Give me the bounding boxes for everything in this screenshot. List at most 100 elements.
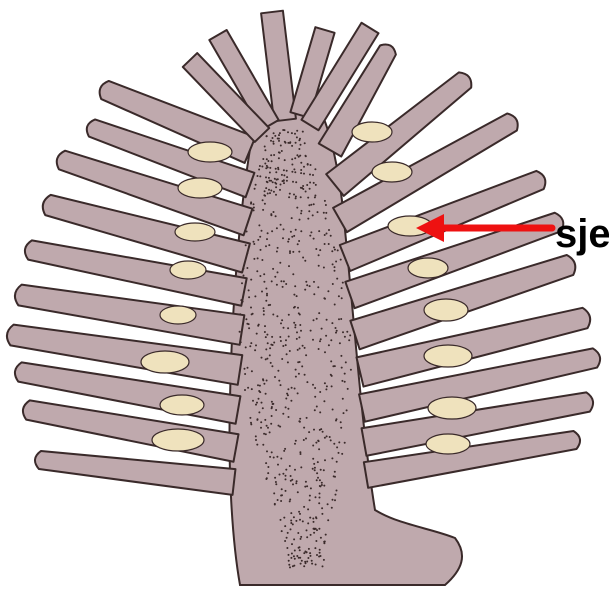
stipple-dot	[268, 304, 270, 306]
stipple-dot	[268, 189, 270, 191]
stipple-dot	[271, 451, 273, 453]
stipple-dot	[301, 210, 303, 212]
stipple-dot	[263, 383, 265, 385]
stipple-dot	[297, 243, 299, 245]
sorus	[141, 351, 189, 373]
stipple-dot	[301, 365, 303, 367]
stipple-dot	[309, 495, 311, 497]
stipple-dot	[312, 468, 314, 470]
stipple-dot	[265, 167, 267, 169]
stipple-dot	[272, 403, 274, 405]
stipple-dot	[266, 380, 268, 382]
stipple-dot	[247, 387, 249, 389]
stipple-dot	[306, 381, 308, 383]
stipple-dot	[271, 407, 273, 409]
stipple-dot	[269, 167, 271, 169]
stipple-dot	[302, 185, 304, 187]
stipple-dot	[256, 333, 258, 335]
stipple-dot	[272, 181, 274, 183]
stipple-dot	[279, 336, 281, 338]
stipple-dot	[269, 172, 271, 174]
stipple-dot	[245, 318, 247, 320]
stipple-dot	[331, 385, 333, 387]
stipple-dot	[342, 331, 344, 333]
stipple-dot	[330, 235, 332, 237]
stipple-dot	[315, 540, 317, 542]
stipple-dot	[263, 433, 265, 435]
stipple-dot	[295, 482, 297, 484]
stipple-dot	[265, 176, 267, 178]
sorus	[426, 434, 470, 454]
stipple-dot	[330, 439, 332, 441]
stipple-dot	[246, 231, 248, 233]
stipple-dot	[334, 499, 336, 501]
stipple-dot	[279, 474, 281, 476]
stipple-dot	[257, 384, 259, 386]
stipple-dot	[288, 314, 290, 316]
stipple-dot	[304, 347, 306, 349]
stipple-dot	[306, 417, 308, 419]
stipple-dot	[285, 478, 287, 480]
stipple-dot	[271, 336, 273, 338]
stipple-dot	[304, 142, 306, 144]
sorus	[352, 122, 392, 142]
stipple-dot	[298, 312, 300, 314]
stipple-dot	[285, 490, 287, 492]
stipple-dot	[321, 513, 323, 515]
stipple-dot	[299, 348, 301, 350]
stipple-dot	[241, 282, 243, 284]
stipple-dot	[305, 551, 307, 553]
stipple-dot	[338, 441, 340, 443]
stipple-dot	[277, 167, 279, 169]
stipple-dot	[271, 415, 273, 417]
stipple-dot	[313, 281, 315, 283]
stipple-dot	[342, 398, 344, 400]
stipple-dot	[250, 423, 252, 425]
stipple-dot	[310, 164, 312, 166]
stipple-dot	[267, 472, 269, 474]
stipple-dot	[282, 237, 284, 239]
stipple-dot	[253, 258, 255, 260]
stipple-dot	[266, 158, 268, 160]
stipple-dot	[261, 357, 263, 359]
stipple-dot	[299, 155, 301, 157]
stipple-dot	[272, 137, 274, 139]
stipple-dot	[258, 398, 260, 400]
stipple-dot	[255, 344, 257, 346]
stipple-dot	[265, 348, 267, 350]
stipple-dot	[314, 467, 316, 469]
stipple-dot	[275, 481, 277, 483]
stipple-dot	[271, 401, 273, 403]
stipple-dot	[291, 553, 293, 555]
stipple-dot	[321, 484, 323, 486]
stipple-dot	[258, 324, 260, 326]
stipple-dot	[288, 238, 290, 240]
stipple-dot	[258, 169, 260, 171]
stipple-dot	[300, 172, 302, 174]
stipple-dot	[286, 170, 288, 172]
stipple-dot	[289, 350, 291, 352]
stipple-dot	[282, 345, 284, 347]
stipple-dot	[263, 307, 265, 309]
stipple-dot	[299, 546, 301, 548]
stipple-dot	[303, 427, 305, 429]
stipple-dot	[335, 332, 337, 334]
stipple-dot	[291, 158, 293, 160]
stipple-dot	[296, 555, 298, 557]
stipple-dot	[341, 453, 343, 455]
stipple-dot	[290, 400, 292, 402]
stipple-dot	[309, 235, 311, 237]
stipple-dot	[260, 427, 262, 429]
stipple-dot	[274, 477, 276, 479]
stipple-dot	[287, 241, 289, 243]
stipple-dot	[262, 199, 264, 201]
stipple-dot	[325, 204, 327, 206]
stipple-dot	[269, 456, 271, 458]
stipple-dot	[268, 177, 270, 179]
stipple-dot	[293, 565, 295, 567]
stipple-dot	[259, 236, 261, 238]
stipple-dot	[257, 239, 259, 241]
stipple-dot	[333, 443, 335, 445]
stipple-dot	[309, 188, 311, 190]
stipple-dot	[328, 229, 330, 231]
